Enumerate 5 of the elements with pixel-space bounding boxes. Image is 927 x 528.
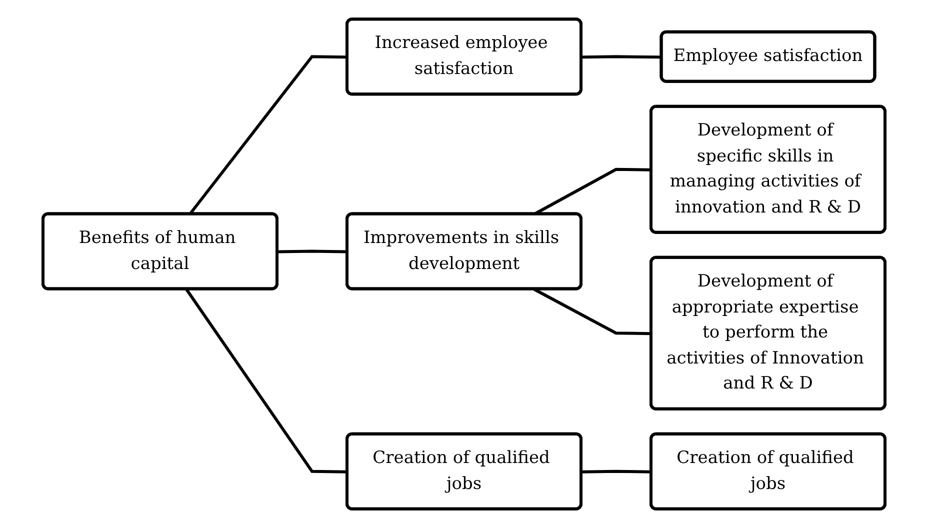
connector <box>276 250 348 254</box>
connector <box>580 55 662 59</box>
connector <box>580 470 652 474</box>
connector <box>184 288 348 474</box>
connector <box>532 288 652 336</box>
